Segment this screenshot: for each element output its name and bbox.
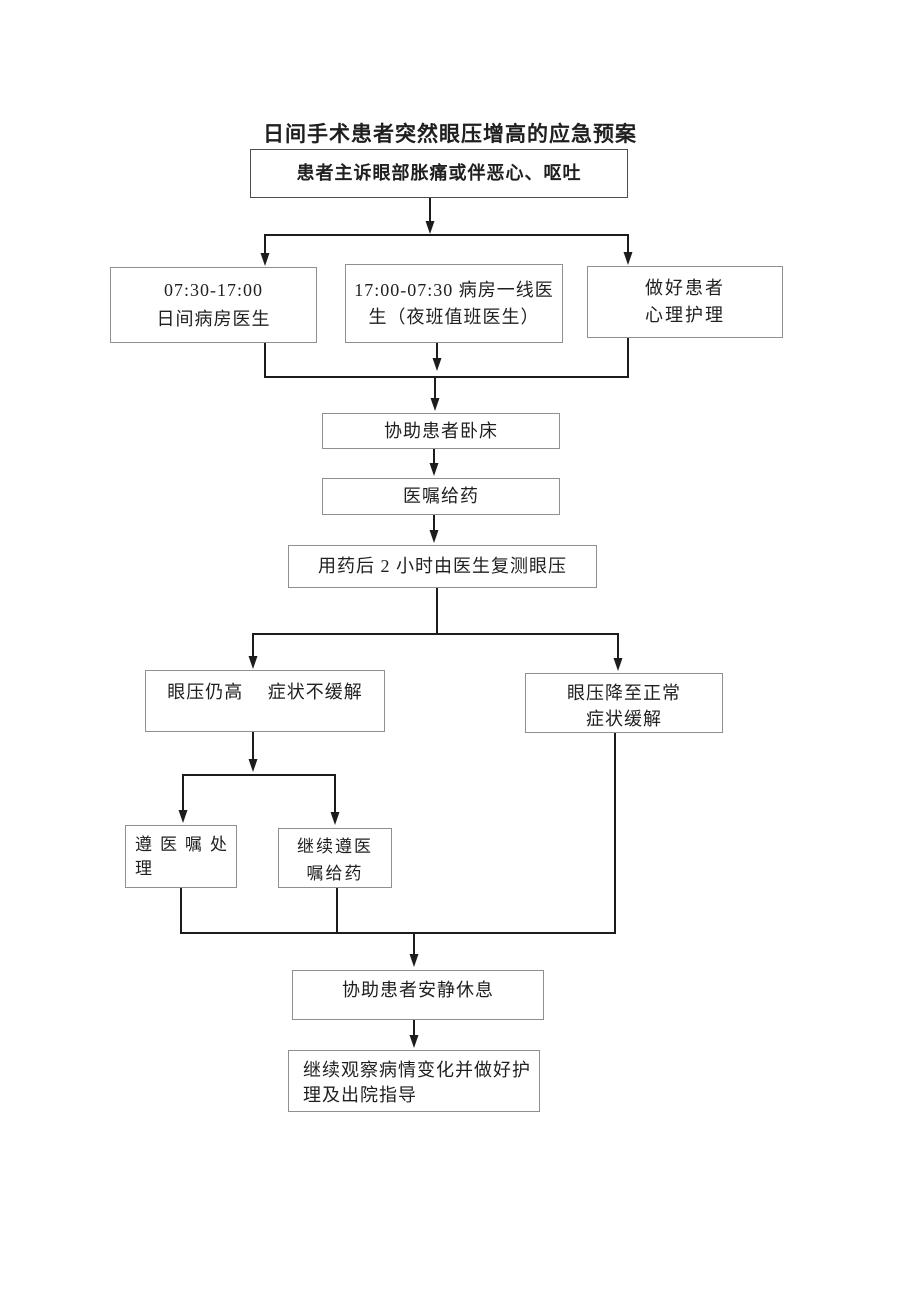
node-recheck-iop: 用药后 2 小时由医生复测眼压 — [288, 545, 597, 588]
node-continue-medication: 继续遵医 嘱给药 — [278, 828, 392, 888]
arrowhead-icon — [178, 810, 188, 823]
node-night-shift-doctor: 17:00-07:30 病房一线医 生（夜班值班医生） — [345, 264, 563, 343]
node-iop-still-high: 眼压仍高 症状不缓解 — [145, 670, 385, 732]
arrowhead-icon — [429, 530, 439, 543]
arrowhead-icon — [425, 221, 435, 234]
arrowhead-icon — [409, 954, 419, 967]
node-assist-bed-rest: 协助患者卧床 — [322, 413, 560, 449]
arrowhead-icon — [430, 398, 440, 411]
node-assist-quiet-rest: 协助患者安静休息 — [292, 970, 544, 1020]
node-follow-doctor-orders: 遵医嘱处 理 — [125, 825, 237, 888]
node-patient-complaint: 患者主诉眼部胀痛或伴恶心、呕吐 — [250, 149, 628, 198]
arrowhead-icon — [429, 463, 439, 476]
arrowhead-icon — [432, 358, 442, 371]
arrowhead-icon — [248, 656, 258, 669]
node-psychological-care: 做好患者 心理护理 — [587, 266, 783, 338]
arrowhead-icon — [623, 252, 633, 265]
node-iop-normal: 眼压降至正常 症状缓解 — [525, 673, 723, 733]
node-day-ward-doctor: 07:30-17:00 日间病房医生 — [110, 267, 317, 343]
node-medication-order: 医嘱给药 — [322, 478, 560, 515]
node-observe-and-discharge-guidance: 继续观察病情变化并做好护 理及出院指导 — [288, 1050, 540, 1112]
arrowhead-icon — [613, 658, 623, 671]
page-title: 日间手术患者突然眼压增高的应急预案 — [263, 122, 637, 146]
arrowhead-icon — [409, 1035, 419, 1048]
arrowhead-icon — [330, 812, 340, 825]
arrowhead-icon — [248, 759, 258, 772]
arrowhead-icon — [260, 253, 270, 266]
